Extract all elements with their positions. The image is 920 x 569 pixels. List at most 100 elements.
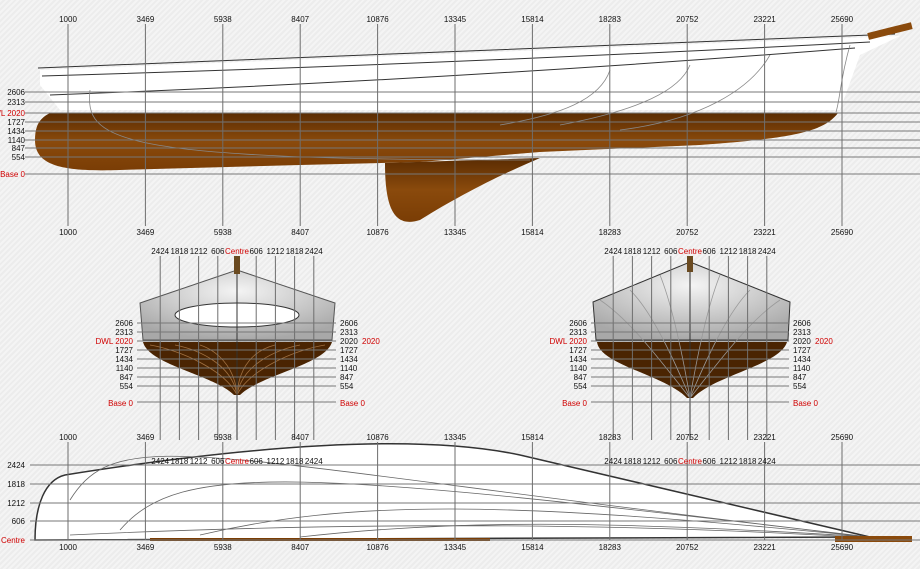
waterline-label: 554 [793, 382, 807, 391]
offset-label: 606 [211, 457, 225, 466]
bowsprit [835, 536, 912, 542]
station-label-bottom: 23221 [753, 228, 776, 237]
offset-label: 606 [664, 457, 678, 466]
station-label-top: 20752 [676, 15, 699, 24]
half-breadth-label: 2424 [7, 461, 25, 470]
offset-label: 1818 [624, 457, 642, 466]
offset-label: 606 [664, 247, 678, 256]
waterline-label: 1434 [569, 355, 587, 364]
offset-label: 606 [250, 247, 264, 256]
base-label: Base 0 [108, 399, 133, 408]
waterline-label: 847 [120, 373, 134, 382]
centre-label: Centre [225, 457, 250, 466]
offset-label: 1212 [643, 457, 661, 466]
offset-label: 1212 [267, 457, 285, 466]
dwl-label-right: 2020 [362, 337, 380, 346]
half-breadth-label: 1212 [7, 499, 25, 508]
offset-label: 1212 [720, 457, 738, 466]
station-label-top: 18283 [599, 433, 622, 442]
buttock-lines [89, 44, 851, 161]
offset-label: 2424 [151, 247, 169, 256]
offset-label: 2424 [604, 457, 622, 466]
offset-label: 1212 [643, 247, 661, 256]
offset-label: 1212 [720, 247, 738, 256]
waterline-label: 1727 [793, 346, 811, 355]
waterline-label: 847 [793, 373, 807, 382]
offset-label: 1818 [286, 457, 304, 466]
station-label-bottom: 10876 [366, 228, 389, 237]
underwater-section [597, 342, 787, 398]
offset-label: 1212 [190, 457, 208, 466]
waterline-label: 2606 [340, 319, 358, 328]
section-lines [599, 274, 781, 399]
station-label-top: 15814 [521, 433, 544, 442]
station-label-bottom: 3469 [137, 543, 155, 552]
station-label-top: 20752 [676, 433, 699, 442]
station-label-bottom: 18283 [599, 228, 622, 237]
station-label-bottom: 8407 [291, 228, 309, 237]
station-label-top: 8407 [291, 433, 309, 442]
waterline-label: 1140 [8, 136, 26, 145]
station-label-top: 3469 [137, 15, 155, 24]
offset-label: 2424 [758, 457, 776, 466]
offset-label: 606 [211, 247, 225, 256]
centre-label: Centre [225, 247, 250, 256]
waterline-label: 554 [12, 153, 26, 162]
offset-label: 1818 [624, 247, 642, 256]
waterline-label: 2606 [7, 88, 25, 97]
body-plan-forward [139, 256, 336, 440]
offset-label: 1212 [190, 247, 208, 256]
offset-label: 606 [703, 457, 717, 466]
body-plan-aft [592, 256, 791, 440]
station-label-bottom: 25690 [831, 543, 854, 552]
station-label-top: 23221 [753, 433, 776, 442]
offset-label: 1212 [267, 247, 285, 256]
base-label: Base 0 [340, 399, 365, 408]
waterline-label: 1434 [115, 355, 133, 364]
offset-label: 606 [703, 247, 717, 256]
station-label-top: 8407 [291, 15, 309, 24]
station-label-top: 10876 [366, 433, 389, 442]
offset-label: 2424 [305, 247, 323, 256]
deck-half-breadth [34, 443, 871, 541]
station-label-bottom: 25690 [831, 228, 854, 237]
offset-label: 1818 [171, 247, 189, 256]
half-breadth-label: 606 [12, 517, 26, 526]
offset-label: 1818 [286, 247, 304, 256]
waterline-label: 1727 [115, 346, 133, 355]
station-label-bottom: 13345 [444, 543, 467, 552]
waterline-label: 2313 [569, 328, 587, 337]
offset-label: 1818 [171, 457, 189, 466]
waterline-label: 2313 [340, 328, 358, 337]
waterline-label: 1434 [793, 355, 811, 364]
base-label: Base 0 [0, 170, 25, 179]
waterline-label: 2020 [340, 337, 358, 346]
waterline-label: 2606 [569, 319, 587, 328]
station-label-top: 15814 [521, 15, 544, 24]
offset-label: 1818 [739, 457, 757, 466]
centre-label: Centre [1, 536, 26, 545]
waterline-label: 847 [12, 144, 26, 153]
station-label-bottom: 5938 [214, 543, 232, 552]
station-label-bottom: 20752 [676, 228, 699, 237]
stern-post [687, 256, 693, 272]
waterline-label: 2606 [115, 319, 133, 328]
station-label-bottom: 8407 [291, 543, 309, 552]
stem-head [234, 256, 240, 274]
station-label-bottom: 23221 [753, 543, 776, 552]
sheer-line [37, 33, 896, 96]
half-breadth-label: 1818 [7, 480, 25, 489]
waterline-label: 2313 [793, 328, 811, 337]
station-label-bottom: 15814 [521, 543, 544, 552]
waterline-label: 1140 [116, 364, 134, 373]
waterline-curves [69, 455, 871, 539]
station-label-bottom: 1000 [59, 543, 77, 552]
waterline-label: 554 [574, 382, 588, 391]
station-label-bottom: 15814 [521, 228, 544, 237]
waterline-label: 554 [340, 382, 354, 391]
offset-label: 606 [250, 457, 264, 466]
waterline-label: 1727 [7, 118, 25, 127]
offset-label: 2424 [151, 457, 169, 466]
waterline-label: 1140 [570, 364, 588, 373]
